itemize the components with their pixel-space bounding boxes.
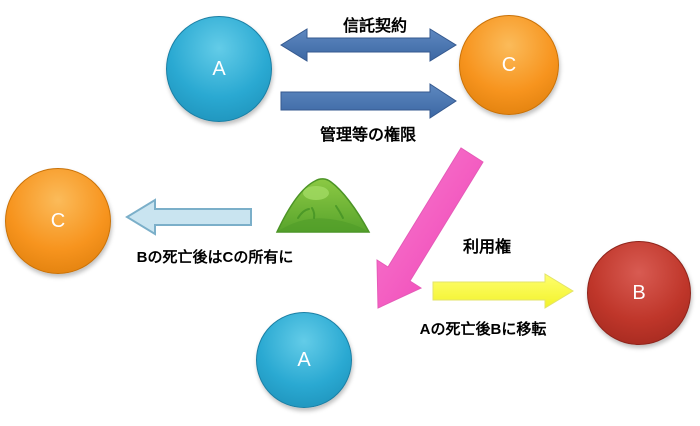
usage-right-arrow	[376, 147, 484, 309]
node-a-bottom-label: A	[297, 348, 311, 371]
management-authority-label: 管理等の権限	[319, 127, 416, 144]
trust-contract-label: 信託契約	[342, 18, 407, 35]
transfer-note-label: Aの死亡後Bに移転	[419, 321, 547, 338]
usage-right-label: 利用権	[462, 239, 511, 256]
transfer-to-b-arrow	[432, 273, 574, 309]
node-c-top-label: C	[501, 53, 517, 76]
mountain-icon	[275, 178, 371, 233]
management-authority-arrow	[280, 83, 457, 119]
node-c-left-label: C	[50, 209, 66, 232]
ownership-to-c-arrow	[125, 198, 252, 236]
node-c-top: C	[459, 15, 559, 115]
node-b-right-label: B	[632, 281, 646, 304]
node-a-top-label: A	[212, 57, 226, 80]
ownership-note-label: Bの死亡後はCの所有に	[136, 249, 294, 266]
node-b-right: B	[587, 241, 691, 345]
node-a-bottom: A	[256, 312, 352, 408]
node-a-top: A	[166, 16, 272, 122]
trust-contract-double-arrow	[280, 28, 457, 62]
node-c-left: C	[5, 168, 111, 274]
